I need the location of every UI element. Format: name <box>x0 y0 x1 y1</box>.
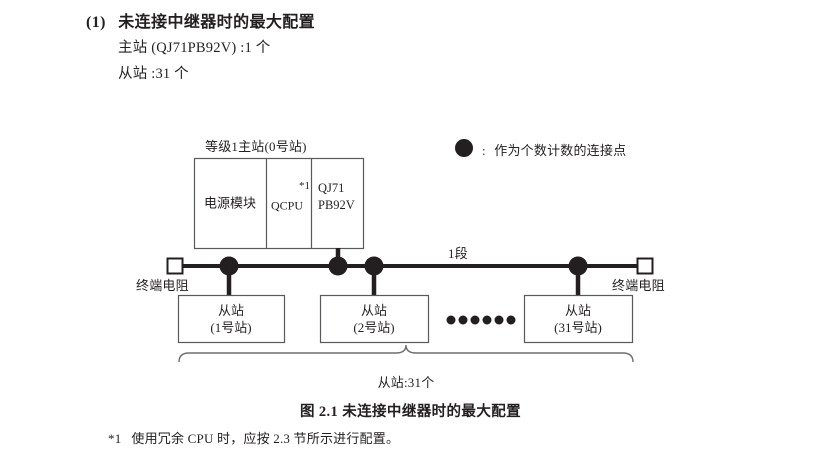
section-number: (1) <box>86 14 106 31</box>
footnote-text: 使用冗余 CPU 时，应按 2.3 节所示进行配置。 <box>131 431 400 446</box>
cpu-footnote-mark: *1 <box>299 180 310 192</box>
terminator-right-label: 终端电阻 <box>612 278 665 293</box>
ellipsis-dots-icon <box>446 315 516 325</box>
legend-text: : 作为个数计数的连接点 <box>482 140 626 159</box>
slave-2-title: 从站 <box>360 303 388 318</box>
terminator-left-label: 终端电阻 <box>136 278 189 293</box>
slave-label-2: 从站 (2号站) <box>353 302 394 336</box>
slave-box-2 <box>319 294 430 344</box>
slave-1-station: (1号站) <box>210 320 252 335</box>
slave-1-title: 从站 <box>217 303 245 318</box>
master-module-cpu-label: QCPU <box>270 198 304 213</box>
slave-box-31 <box>523 294 634 344</box>
slave-31-title: 从站 <box>564 303 592 318</box>
section-line-master: 主站 (QJ71PB92V) :1 个 <box>118 40 271 56</box>
terminator-left-icon <box>166 257 184 275</box>
section-heading: (1) 未连接中继器时的最大配置 <box>86 8 315 32</box>
footnote: *1 使用冗余 CPU 时，应按 2.3 节所示进行配置。 <box>108 428 399 447</box>
slave-count-brace <box>178 344 634 363</box>
pb92v-label-line1: QJ71 <box>318 181 345 195</box>
slave-label-1: 从站 (1号站) <box>210 302 251 336</box>
slave-2-station: (2号站) <box>353 320 395 335</box>
legend-marker-dot-icon <box>455 139 473 157</box>
footnote-mark: *1 <box>108 431 122 446</box>
bus-node-dot-master <box>328 256 348 276</box>
pb92v-label-line2: PB92V <box>318 198 355 212</box>
legend-separator: : <box>482 143 486 158</box>
figure-caption: 图 2.1 未连接中继器时的最大配置 <box>299 404 522 420</box>
brace-label: 从站:31个 <box>377 375 435 390</box>
legend-description: 作为个数计数的连接点 <box>494 143 627 158</box>
section-title-text: 未连接中继器时的最大配置 <box>118 14 316 31</box>
segment-label: 1段 <box>448 246 468 261</box>
master-module-pb92v-label: QJ71 PB92V <box>318 180 355 214</box>
terminator-right-icon <box>636 257 654 275</box>
slave-label-31: 从站 (31号站) <box>554 302 602 336</box>
master-caption: 等级1主站(0号站) <box>205 139 307 154</box>
master-module-power-label: 电源模块 <box>203 195 257 211</box>
section-line-slave: 从站 :31 个 <box>118 66 189 82</box>
slave-box-1 <box>177 294 286 344</box>
slave-31-station: (31号站) <box>554 320 602 335</box>
master-module-box <box>193 157 365 250</box>
